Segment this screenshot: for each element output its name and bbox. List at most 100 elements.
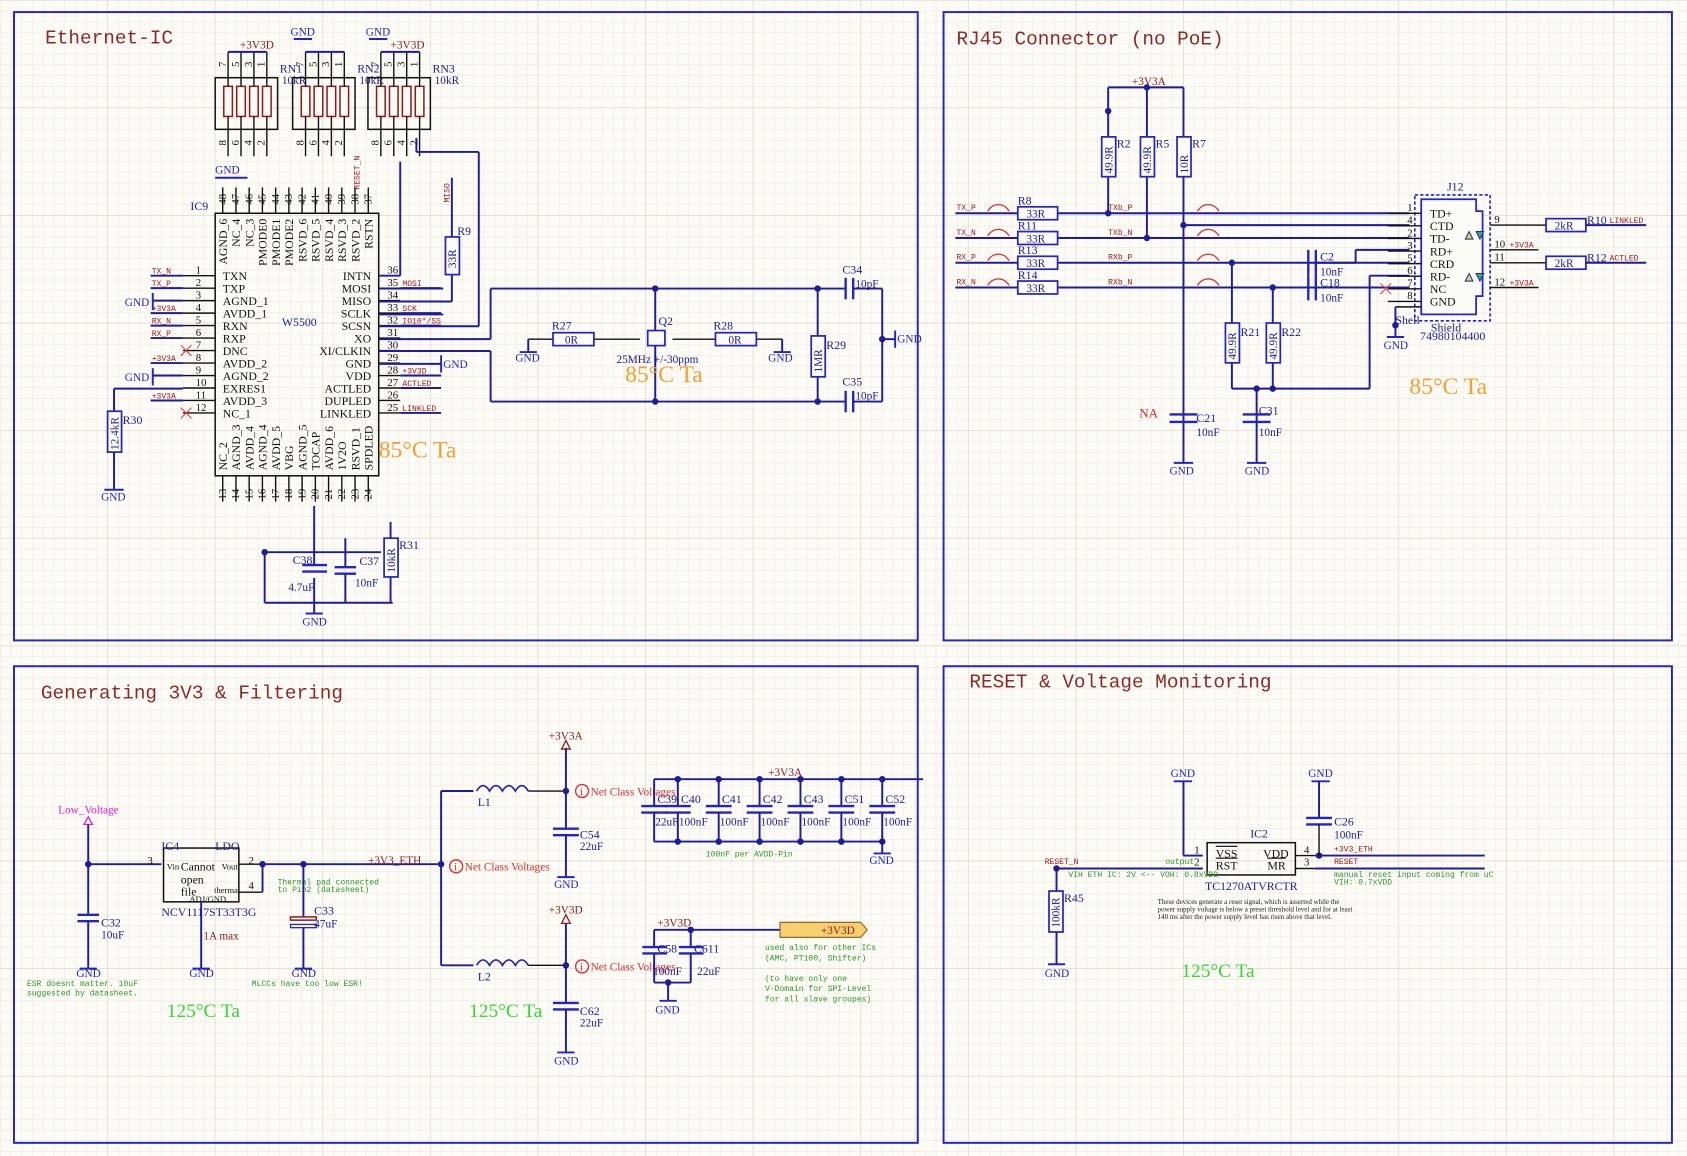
ic9-bottom-pins: 13NC_214AGND_315AVDD_416AGND_417AVDD_518… (216, 424, 376, 502)
rn-designator: RN2 (357, 61, 379, 75)
j12-body[interactable] (1420, 198, 1484, 316)
series-resistor-designator: R8 (1018, 194, 1032, 208)
c54-value: 22uF (580, 841, 603, 853)
ic9-pin-name: RXN (223, 319, 248, 333)
ic9-pin-number: 2 (196, 277, 201, 289)
miso-label: MISO (444, 183, 453, 202)
c62-designator: C62 (580, 1004, 600, 1018)
temp-label-crystal: 85°C Ta (625, 362, 703, 388)
termination-designator: R21 (1241, 325, 1261, 339)
termination-value: 49.9R (1268, 332, 1280, 360)
mlcc-note: MLCCs have too low ESR! (252, 980, 363, 989)
net-label-in: RX_P (956, 254, 975, 263)
rn-body[interactable] (291, 76, 356, 131)
pullup-body[interactable] (1139, 136, 1156, 178)
c62-value: 22uF (580, 1018, 603, 1030)
series-resistor-body[interactable] (1016, 280, 1059, 295)
power-port-icon (560, 739, 572, 750)
ic9-pin-name: TXN (223, 269, 248, 283)
ic2-pin4: 4 (1304, 844, 1310, 856)
led-resistor-designator: R12 (1587, 251, 1607, 265)
esr-note-line2: suggested by datasheet. (27, 989, 138, 998)
power-port-icon (560, 913, 572, 925)
ic2-body[interactable] (1206, 841, 1297, 876)
rn2-gnd: GND (290, 27, 314, 39)
series-resistor-value: 33R (1026, 283, 1045, 295)
l2-inductor[interactable] (475, 959, 530, 967)
rj45-supply: +3V3A (1132, 76, 1167, 88)
series-resistor-value: 33R (1026, 233, 1045, 245)
c33-value: 47uF (314, 919, 337, 931)
j12-shield-label: Shield (1431, 321, 1461, 335)
ic9-pin-name: VBG (282, 445, 296, 470)
avdd-cap-value: 100nF (883, 816, 912, 828)
r27-body[interactable] (552, 331, 595, 347)
ic9-pin-name: AGND_5 (295, 424, 309, 470)
ic9-pin-name: LINKLED (320, 406, 372, 420)
ldo-vout: Vout (222, 862, 239, 872)
q2-crystal[interactable] (646, 329, 666, 347)
ic9-pin-number: 44 (270, 193, 282, 204)
ic9-pin-number: 13 (217, 489, 229, 500)
net-label-in: TX_P (956, 204, 975, 213)
ic9-net-label: +3V3A (152, 355, 176, 364)
rn-pin-number: 6 (383, 139, 395, 145)
rn-pin-number: 3 (243, 62, 255, 67)
c611-value: 22uF (697, 966, 720, 978)
ic9-pin-number: 27 (387, 377, 398, 389)
ic9-net-label: TX_N (152, 268, 171, 277)
ic9-pin-name: DNC (223, 344, 248, 358)
ic2-pin2: 2 (1194, 856, 1199, 868)
r28-body[interactable] (714, 331, 758, 347)
rn-element (375, 85, 386, 118)
c32-designator: C32 (101, 916, 121, 930)
c32-value: 10uF (101, 929, 124, 941)
d-supply: +3V3D (657, 918, 691, 930)
rn-element (313, 85, 324, 118)
led-supply-label: +3V3A (1509, 279, 1533, 288)
ic9-pin-number: 33 (387, 302, 398, 314)
r45-body[interactable] (1048, 890, 1064, 933)
r30-body[interactable] (106, 410, 123, 453)
ic2-designator: IC2 (1250, 826, 1268, 840)
ic2-pin-rst: RST (1216, 859, 1238, 873)
ic9-pin-name: EXRES1 (223, 381, 266, 395)
termination-body[interactable] (1224, 322, 1241, 364)
w5500-body[interactable] (214, 212, 380, 477)
ic9-pin-number: 22 (336, 489, 348, 500)
pullup-body[interactable] (1100, 136, 1117, 178)
port-3v3d[interactable] (779, 921, 868, 938)
series-resistor-body[interactable] (1016, 205, 1059, 221)
reset-desc-3: 140 ms after the power supply level has … (1158, 913, 1332, 921)
c37-value: 10nF (355, 578, 378, 590)
ic9-pin-number: 14 (230, 488, 242, 499)
bottom-gnd: GND (302, 616, 326, 628)
termination-body[interactable] (1265, 322, 1282, 364)
ic9-pin-name: TOCAP (309, 431, 323, 470)
series-resistor-body[interactable] (1016, 230, 1059, 246)
pullup-body[interactable] (1176, 136, 1192, 178)
rn-element (248, 85, 259, 118)
resistor-networks: 78563412RN110kR78563412RN210kR78563412RN… (214, 50, 460, 157)
r29-body[interactable] (810, 335, 827, 378)
ic9-pin-number: 43 (283, 194, 295, 205)
ic2-pin-vdd: VDD (1263, 847, 1289, 861)
ic9-pin-name: RSTN (362, 218, 376, 249)
ic9-pin-name: AGND_6 (216, 219, 230, 265)
rn-body[interactable] (367, 76, 432, 131)
series-resistor-body[interactable] (1016, 255, 1059, 271)
ic9-pin-name: AGND_1 (223, 294, 269, 308)
c58-designator: C58 (657, 941, 677, 955)
ldo-text-1: Cannot (181, 860, 216, 874)
avdd-gnd: GND (869, 855, 893, 867)
r9-body[interactable] (444, 236, 461, 276)
rn-pin-number: 2 (256, 140, 268, 145)
l1-inductor[interactable] (475, 784, 530, 793)
c38-value: 4.7uF (288, 582, 314, 594)
pin29-gnd: GND (443, 359, 467, 371)
r31-body[interactable] (383, 537, 399, 578)
rn-body[interactable] (214, 76, 279, 131)
